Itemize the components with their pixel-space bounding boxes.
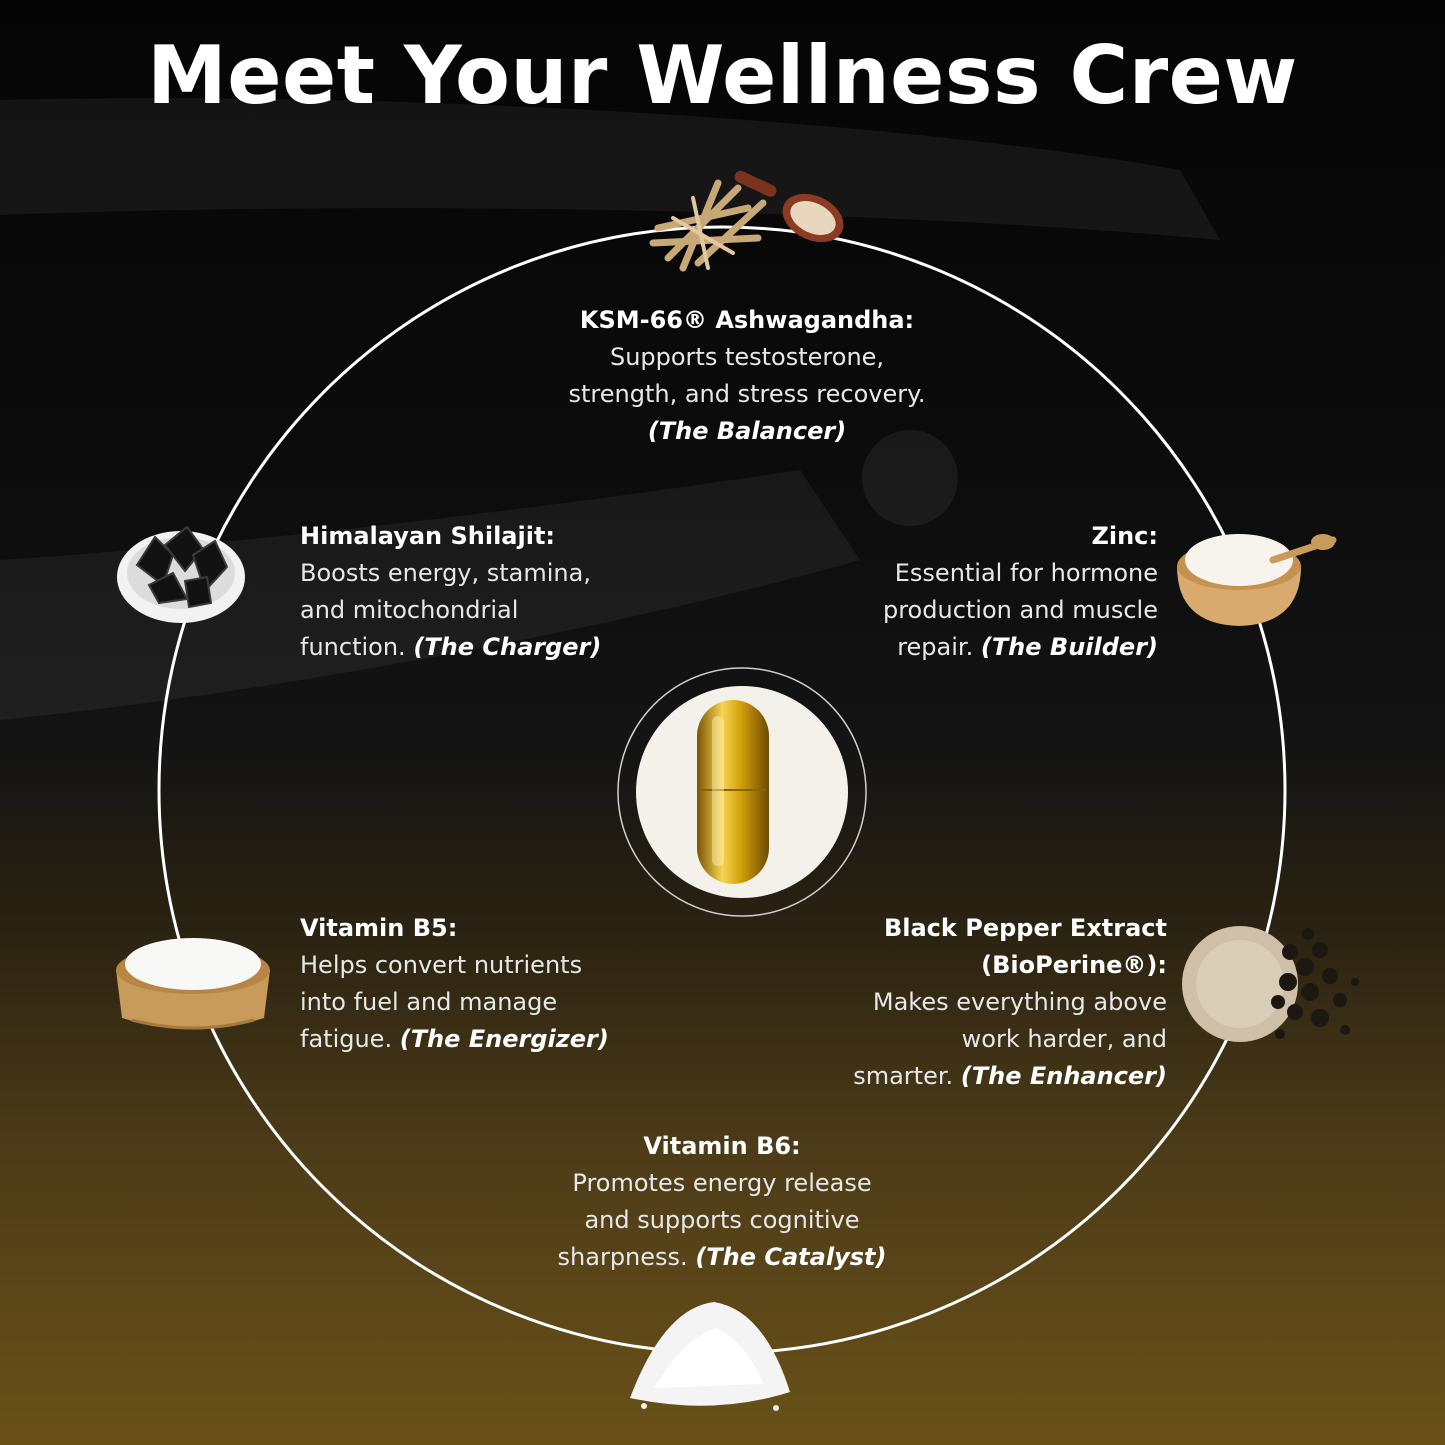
ashwagandha-roots-icon (649, 170, 844, 272)
ingredient-name: KSM-66® Ashwagandha: (579, 306, 915, 334)
center-ring (617, 667, 867, 917)
ingredient-desc-line: strength, and stress recovery. (568, 380, 926, 408)
shilajit-bowl-icon (117, 525, 245, 623)
ingredient-desc-line: into fuel and manage (300, 988, 558, 1016)
ingredient-ashwagandha: KSM-66® Ashwagandha: Supports testostero… (520, 302, 974, 450)
ingredient-black-pepper: Black Pepper Extract (BioPerine®): Makes… (800, 910, 1167, 1095)
ingredient-desc-line: Supports testosterone, (609, 343, 885, 371)
ingredient-desc-line: Essential for hormone (894, 559, 1158, 587)
ingredient-desc-line: smarter. (853, 1062, 954, 1090)
ingredient-name: Zinc: (1091, 522, 1158, 550)
ingredient-desc-line: Promotes energy release (572, 1169, 872, 1197)
ingredient-desc-line: Boosts energy, stamina, (300, 559, 591, 587)
ingredient-desc-line: production and muscle (882, 596, 1158, 624)
ingredient-name: Himalayan Shilajit: (300, 522, 556, 550)
gold-capsule-icon (697, 700, 769, 884)
ingredient-desc-line: function. (300, 633, 406, 661)
ingredient-nickname: (The Builder) (980, 633, 1158, 661)
ingredient-name: Vitamin B5: (300, 914, 458, 942)
ingredient-name-line-2: (BioPerine®): (981, 951, 1167, 979)
ingredient-name: Black Pepper Extract (883, 914, 1167, 942)
page-title: Meet Your Wellness Crew (147, 29, 1298, 122)
ingredient-desc-line: and mitochondrial (300, 596, 519, 624)
ingredient-nickname: (The Energizer) (399, 1025, 609, 1053)
ingredient-vitamin-b5: Vitamin B5: Helps convert nutrients into… (300, 910, 660, 1058)
zinc-powder-bowl-icon (1177, 534, 1337, 626)
ingredient-vitamin-b6: Vitamin B6: Promotes energy release and … (500, 1128, 944, 1276)
ingredient-desc-line: repair. (897, 633, 974, 661)
vitamin-b5-powder-bowl-icon (116, 938, 270, 1030)
ingredient-nickname: (The Enhancer) (960, 1062, 1167, 1090)
ingredient-desc-line: Makes everything above (872, 988, 1167, 1016)
ingredient-desc-line: and supports cognitive (584, 1206, 860, 1234)
ingredient-desc-line: Helps convert nutrients (300, 951, 583, 979)
ingredient-zinc: Zinc: Essential for hormone production a… (800, 518, 1158, 666)
ingredient-nickname: (The Balancer) (647, 417, 847, 445)
white-powder-pile-icon (630, 1302, 790, 1411)
ingredient-desc-line: sharpness. (557, 1243, 688, 1271)
ingredient-shilajit: Himalayan Shilajit: Boosts energy, stami… (300, 518, 660, 666)
ingredient-nickname: (The Charger) (413, 633, 602, 661)
ingredient-desc-line: work harder, and (961, 1025, 1167, 1053)
ingredient-name: Vitamin B6: (643, 1132, 801, 1160)
ingredient-desc-line: fatigue. (300, 1025, 393, 1053)
black-pepper-icon (1182, 926, 1359, 1042)
ingredient-nickname: (The Catalyst) (695, 1243, 887, 1271)
